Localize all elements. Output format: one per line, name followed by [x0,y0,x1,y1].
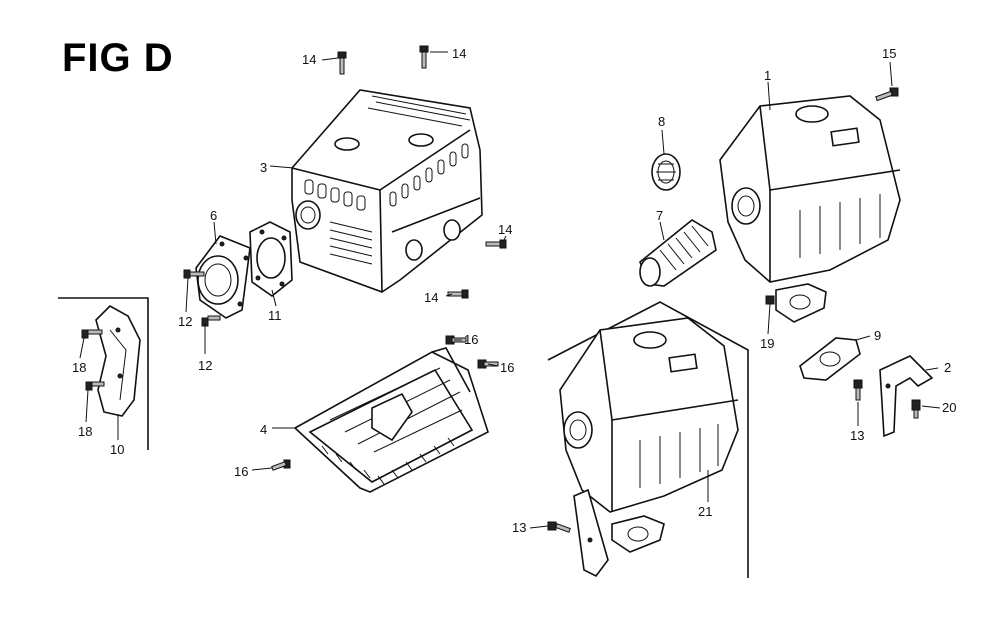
callout-12: 12 [198,358,212,373]
callout-labels: 14 14 14 14 15 1 3 4 6 11 12 12 18 18 10… [72,46,956,535]
callout-16: 16 [500,360,514,375]
callout-21: 21 [698,504,712,519]
callout-8: 8 [658,114,665,129]
callout-15: 15 [882,46,896,61]
part-4-bottom-shield [293,347,489,493]
bolt-16c [271,459,291,471]
part-3-muffler-protector [291,89,483,293]
part-6-cap [195,235,251,319]
nut-20 [911,399,921,419]
callout-3: 3 [260,160,267,175]
callout-12: 12 [178,314,192,329]
bolt-12b [201,315,221,327]
callout-11: 11 [268,308,282,323]
callout-6: 6 [210,208,217,223]
callout-18: 18 [72,360,86,375]
bolt-14a [337,51,347,75]
figure-title: FIG D [62,36,174,80]
part-21-muffler [547,301,749,578]
callout-18: 18 [78,424,92,439]
callout-10: 10 [110,442,124,457]
part-7-screen [639,219,717,287]
callout-9: 9 [874,328,881,343]
bolt-14b [419,45,429,69]
callout-2: 2 [944,360,951,375]
bolt-14d [447,289,469,299]
callout-16: 16 [234,464,248,479]
callout-13: 13 [850,428,864,443]
bolt-14c [485,239,507,249]
callout-7: 7 [656,208,663,223]
bolt-13a [853,379,863,401]
callout-14: 14 [302,52,316,67]
bolt-12a [183,269,205,279]
bolt-18a [81,329,103,339]
leader-lines [79,51,941,529]
callout-14: 14 [424,290,438,305]
callout-4: 4 [260,422,267,437]
part-2-bracket [879,355,934,438]
part-11-gasket [249,221,293,297]
callout-19: 19 [760,336,774,351]
callout-14: 14 [498,222,512,237]
callout-14: 14 [452,46,466,61]
callout-13: 13 [512,520,526,535]
callout-1: 1 [764,68,771,83]
bolt-18b [85,381,105,391]
fasteners [81,45,921,533]
callout-16: 16 [464,332,478,347]
part-9-gasket [799,337,861,381]
callout-20: 20 [942,400,956,415]
bolt-16b [477,359,499,369]
part-10-bracket-cover [58,297,149,450]
nut-19 [765,295,775,305]
bolt-13b [547,521,571,533]
part-8-grommet [651,153,681,191]
part-1-muffler [719,95,901,323]
bolt-15 [875,87,899,102]
